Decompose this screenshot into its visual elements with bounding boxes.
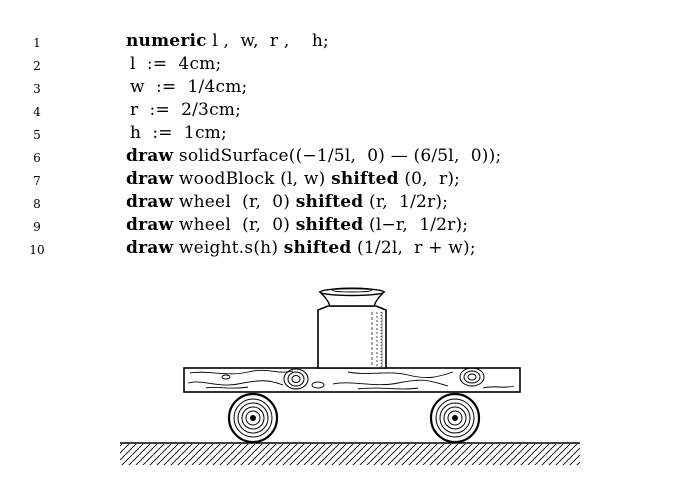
- wheel-left: [227, 392, 279, 444]
- code-fragment: r := 2/3cm;: [130, 100, 242, 120]
- line-number: 8: [33, 197, 41, 211]
- code-line: 7 draw woodBlock (l, w) shifted (0, r);: [0, 168, 680, 191]
- code-line: 10 draw weight.s(h) shifted (1/2l, r + w)…: [0, 237, 680, 260]
- keyword: shifted: [331, 169, 399, 189]
- code-line: 5 h := 1cm;: [0, 122, 680, 145]
- code-fragment: (0, r);: [398, 169, 461, 189]
- keyword: draw: [126, 238, 174, 258]
- code-line: 4 r := 2/3cm;: [0, 99, 680, 122]
- code-fragment: (l−r, 1/2r);: [363, 215, 469, 235]
- line-number: 4: [33, 105, 41, 119]
- line-number: 5: [33, 128, 41, 142]
- code-fragment: l , w, r , h;: [206, 31, 329, 51]
- code-text: draw wheel (r, 0) shifted (r, 1/2r);: [126, 192, 448, 212]
- keyword: shifted: [295, 192, 364, 212]
- code-text: w := 1/4cm;: [130, 77, 247, 97]
- code-fragment: (1/2l, r + w);: [351, 238, 476, 258]
- line-number: 1: [33, 36, 41, 50]
- code-text: r := 2/3cm;: [130, 100, 241, 120]
- code-text: numeric l , w, r , h;: [126, 31, 329, 51]
- code-fragment: h := 1cm;: [130, 123, 227, 143]
- code-text: h := 1cm;: [130, 123, 227, 143]
- code-line: 6 draw solidSurface((−1/5l, 0) — (6/5l, 0…: [0, 145, 680, 168]
- code-fragment: solidSurface((−1/5l, 0) — (6/5l, 0));: [173, 146, 502, 166]
- code-text: draw weight.s(h) shifted (1/2l, r + w);: [126, 238, 476, 258]
- keyword: shifted: [283, 238, 352, 258]
- code-text: draw woodBlock (l, w) shifted (0, r);: [126, 169, 460, 189]
- code-fragment: l := 4cm;: [130, 54, 222, 74]
- keyword: draw: [126, 192, 174, 212]
- keyword: draw: [126, 169, 174, 189]
- cart-illustration: [120, 287, 580, 465]
- code-line: 2 l := 4cm;: [0, 53, 680, 76]
- line-number: 9: [33, 220, 41, 234]
- line-number: 10: [29, 243, 45, 257]
- line-number: 6: [33, 151, 41, 165]
- code-fragment: (r, 1/2r);: [363, 192, 449, 212]
- code-line: 1 numeric l , w, r , h;: [0, 30, 680, 53]
- line-number: 2: [33, 59, 41, 73]
- code-text: l := 4cm;: [130, 54, 221, 74]
- code-text: draw solidSurface((−1/5l, 0) — (6/5l, 0)…: [126, 146, 501, 166]
- keyword: numeric: [126, 31, 207, 51]
- code-fragment: wheel (r, 0): [173, 215, 296, 235]
- line-number: 3: [33, 82, 41, 96]
- code-fragment: wheel (r, 0): [173, 192, 296, 212]
- solid-surface: [120, 442, 580, 465]
- code-line: 9 draw wheel (r, 0) shifted (l−r, 1/2r);: [0, 214, 680, 237]
- keyword: draw: [126, 215, 174, 235]
- code-fragment: woodBlock (l, w): [173, 169, 332, 189]
- code-line: 8 draw wheel (r, 0) shifted (r, 1/2r);: [0, 191, 680, 214]
- code-fragment: w := 1/4cm;: [130, 77, 248, 97]
- line-number: 7: [33, 174, 41, 188]
- keyword: draw: [126, 146, 174, 166]
- keyword: shifted: [295, 215, 364, 235]
- code-line: 3 w := 1/4cm;: [0, 76, 680, 99]
- wheel-right: [429, 392, 481, 444]
- code-fragment: weight.s(h): [173, 238, 284, 258]
- code-text: draw wheel (r, 0) shifted (l−r, 1/2r);: [126, 215, 468, 235]
- weight: [317, 287, 387, 369]
- wood-block: [183, 367, 521, 393]
